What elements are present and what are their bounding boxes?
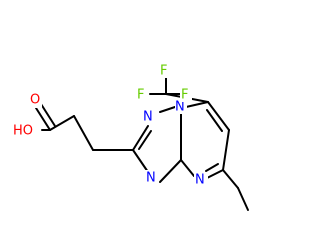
bond-c2-n1-double: [138, 130, 152, 150]
bond-cooh-o: [35, 107, 51, 131]
bond-c6-c7: [207, 101, 230, 131]
atom-n4: N: [195, 173, 205, 188]
atom-n1: N: [143, 110, 153, 125]
bond-c7-c8: [222, 129, 230, 171]
atom-f-top: F: [160, 64, 167, 79]
molecule-diagram: N N N N HO O F F F: [12, 64, 249, 211]
atom-carbonyl-oxygen: O: [30, 93, 40, 108]
bond-c6-c7-double: [206, 109, 223, 132]
bond-c8-n4-double: [205, 163, 219, 172]
bond-ch2a-ch2b: [73, 115, 94, 151]
bond-c2-n3: [132, 149, 149, 173]
bond-c8-n4: [206, 169, 224, 179]
atom-n2: N: [175, 100, 185, 115]
bond-n3-c8a: [159, 159, 182, 183]
bond-ch2b-cooh: [49, 115, 75, 131]
bond-n1-n5: [159, 106, 176, 113]
atom-n3: N: [146, 171, 156, 186]
structure-canvas: N N N N HO O F F F: [12, 63, 249, 211]
bond-c8-ch2: [222, 169, 239, 189]
atom-f-right: F: [181, 88, 188, 103]
bond-n5-c6: [185, 101, 209, 108]
bond-cooh-o-double: [40, 103, 56, 127]
bond-n4-c8a: [180, 159, 195, 177]
bond-c2-n1: [132, 125, 149, 151]
bond-ch2-ch3: [237, 187, 249, 211]
atom-hydroxyl: HO: [13, 124, 33, 139]
atom-f-left: F: [137, 88, 144, 103]
